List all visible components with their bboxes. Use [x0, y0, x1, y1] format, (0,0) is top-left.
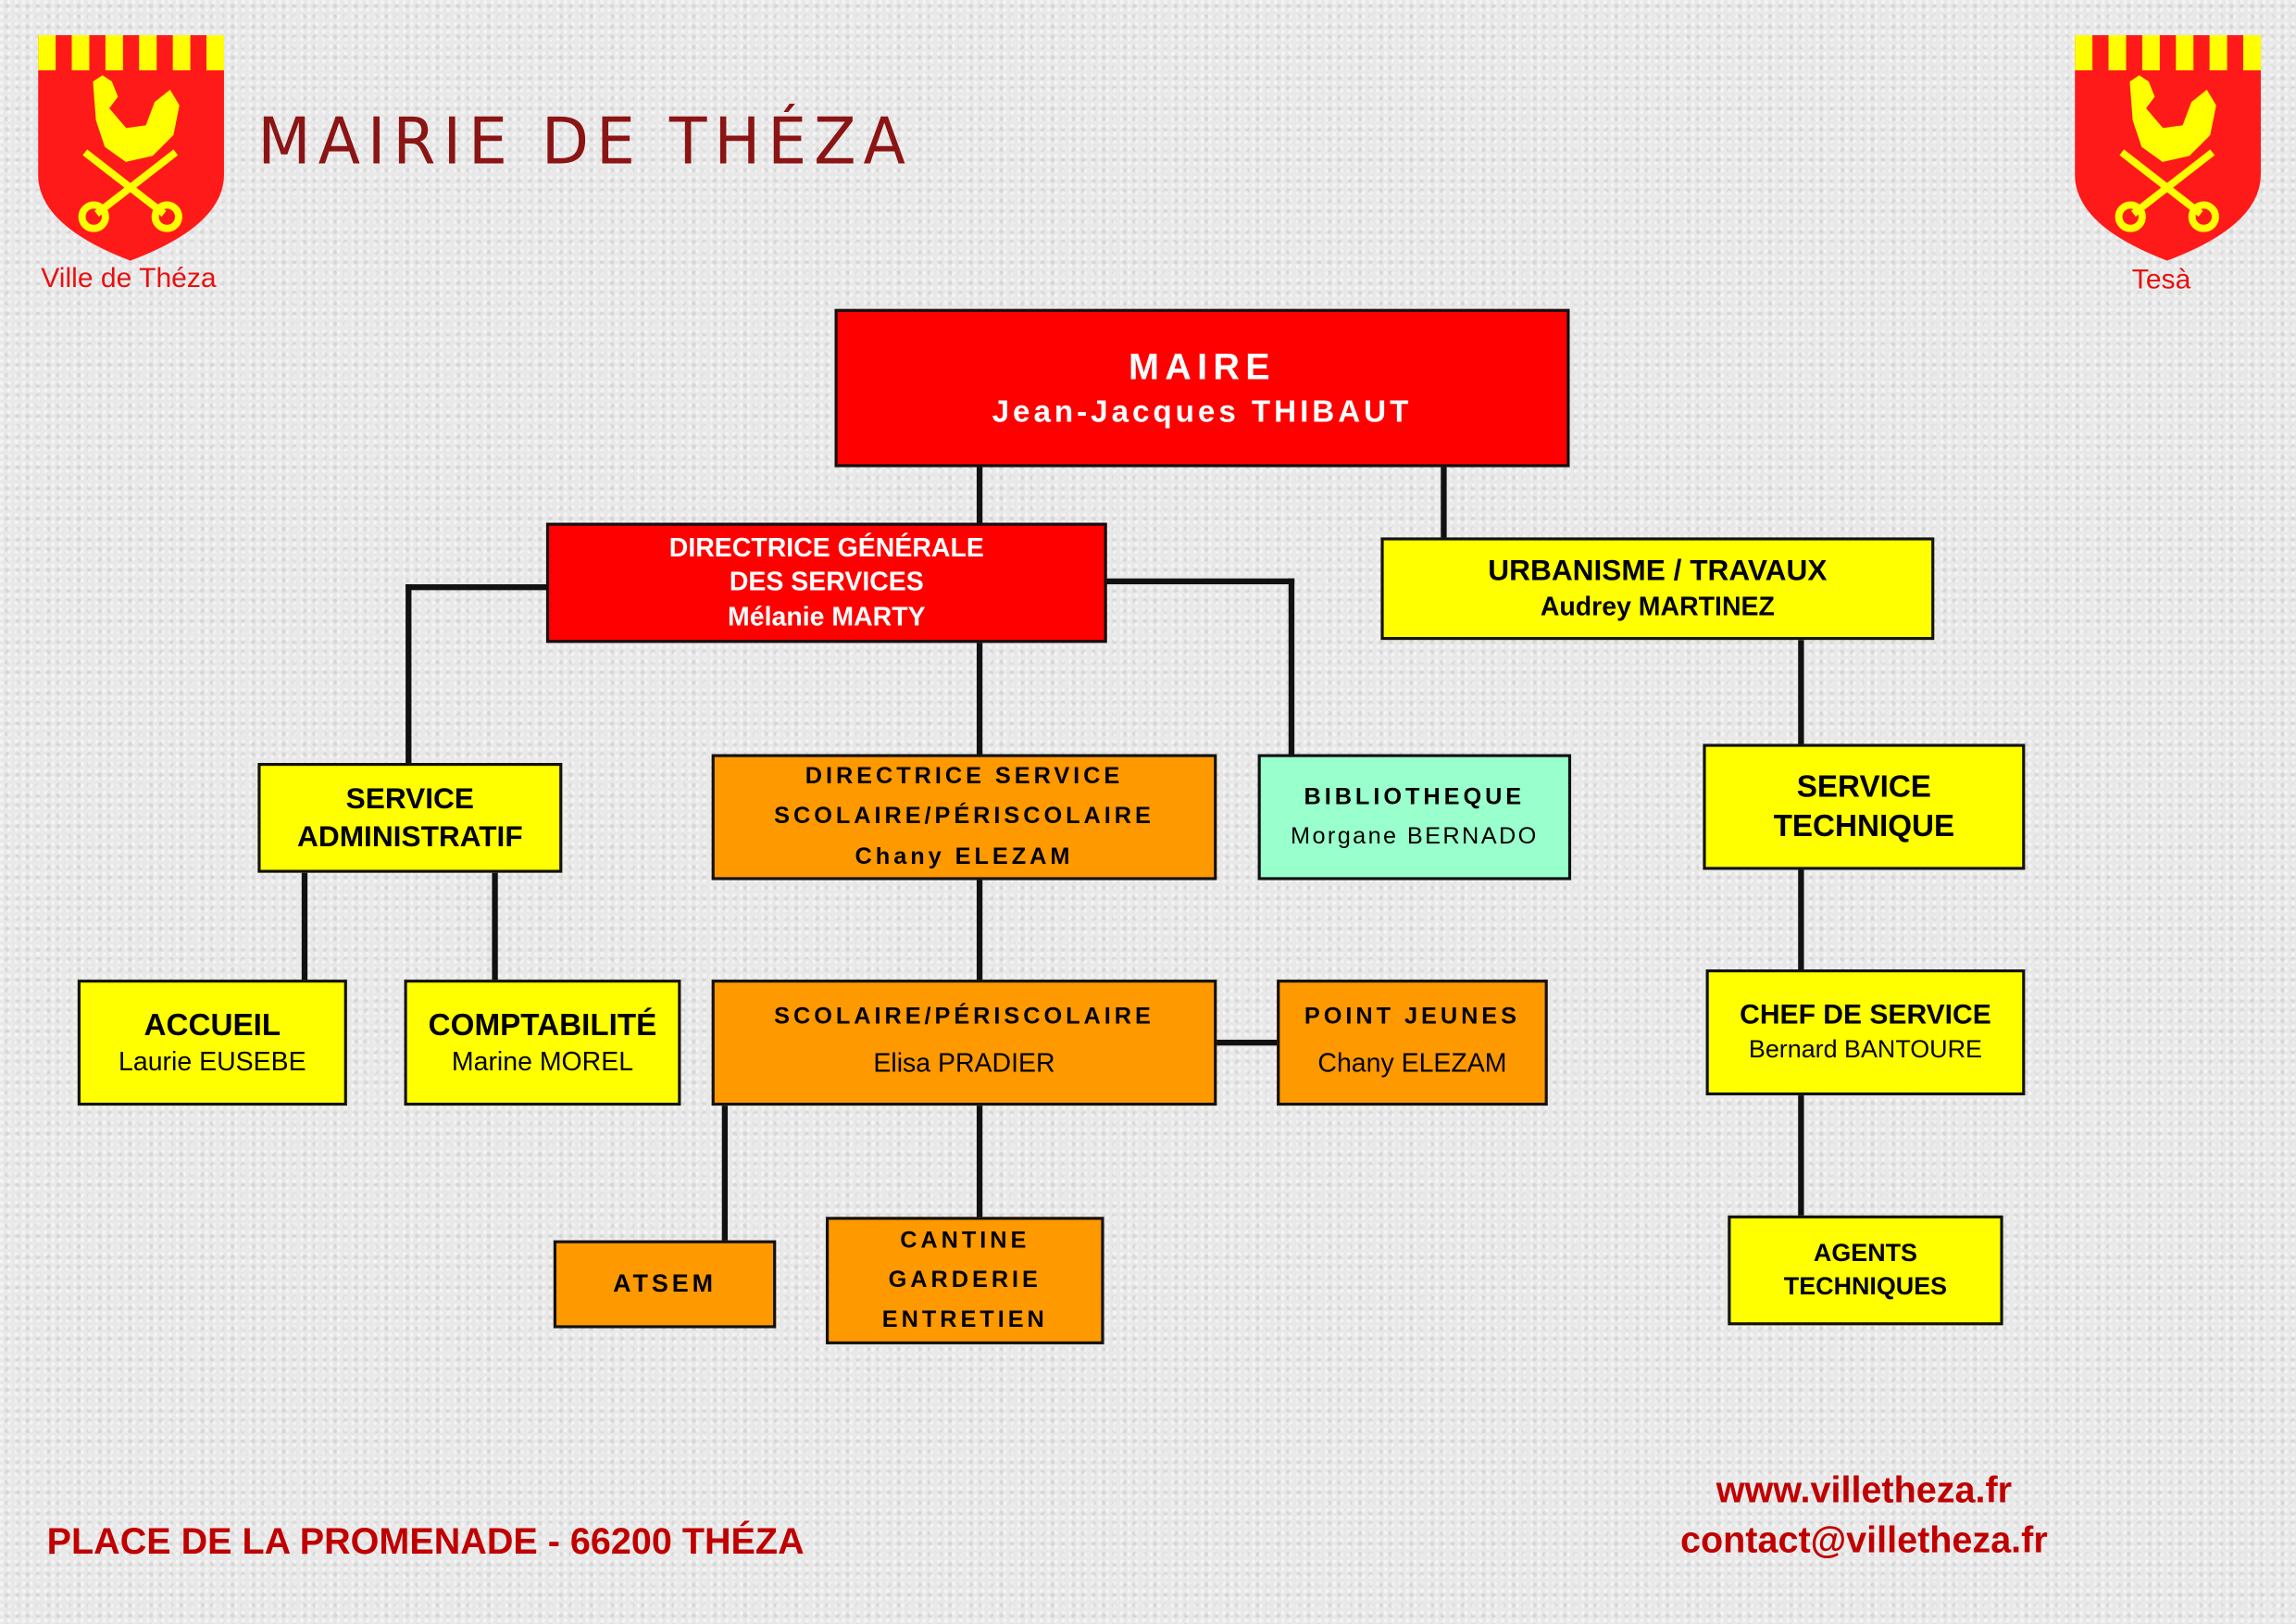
right-logo-caption: Tesà — [2131, 265, 2191, 296]
box-urbanisme: URBANISME / TRAVAUX Audrey MARTINEZ — [1380, 537, 1935, 641]
role: ENTRETIEN — [881, 1307, 1048, 1333]
role: DES SERVICES — [729, 567, 924, 597]
footer-address: PLACE DE LA PROMENADE - 66200 THÉZA — [46, 1521, 805, 1563]
person-name: Laurie EUSEBE — [119, 1046, 306, 1077]
role: GARDERIE — [888, 1268, 1042, 1293]
role: SCOLAIRE/PÉRISCOLAIRE — [774, 804, 1154, 830]
role: SERVICE — [345, 782, 474, 816]
person-name: Mélanie MARTY — [728, 601, 926, 631]
box-accueil: ACCUEIL Laurie EUSEBE — [77, 980, 347, 1106]
connector — [1104, 578, 1295, 585]
role: COMPTABILITÉ — [428, 1008, 657, 1043]
role: TECHNIQUES — [1783, 1271, 1948, 1300]
connector — [1288, 578, 1295, 757]
box-bibliotheque: BIBLIOTHEQUE Morgane BERNADO — [1257, 754, 1572, 881]
box-directrice-scolaire: DIRECTRICE SERVICE SCOLAIRE/PÉRISCOLAIRE… — [711, 754, 1217, 881]
box-comptabilite: COMPTABILITÉ Marine MOREL — [404, 980, 681, 1106]
connector — [976, 467, 983, 526]
connector — [976, 643, 983, 757]
role: TECHNIQUE — [1773, 809, 1955, 844]
connector — [406, 584, 412, 767]
connector — [492, 872, 498, 983]
person-name: Jean-Jacques THIBAUT — [992, 394, 1413, 429]
role: DIRECTRICE SERVICE — [805, 764, 1124, 790]
connector — [1798, 640, 1804, 747]
role: CHEF DE SERVICE — [1740, 999, 1991, 1031]
box-service-administratif: SERVICE ADMINISTRATIF — [257, 763, 563, 873]
page-title: MAIRIE DE THÉZA — [257, 103, 913, 180]
role: ATSEM — [613, 1269, 717, 1298]
role: SERVICE — [1796, 769, 1931, 804]
role: AGENTS — [1813, 1239, 1917, 1268]
role: CANTINE — [900, 1228, 1030, 1254]
person-name: Audrey MARTINEZ — [1540, 592, 1775, 622]
connector — [1441, 467, 1447, 541]
role: ACCUEIL — [144, 1008, 281, 1043]
box-dgs: DIRECTRICE GÉNÉRALE DES SERVICES Mélanie… — [545, 522, 1107, 643]
connector — [1215, 1039, 1280, 1046]
box-agents-techniques: AGENTS TECHNIQUES — [1728, 1215, 2003, 1326]
person-name: Chany ELEZAM — [855, 843, 1074, 869]
connector — [976, 880, 983, 983]
coat-of-arms-left — [38, 34, 224, 261]
left-logo-caption: Ville de Théza — [41, 263, 217, 294]
person-name: Elisa PRADIER — [873, 1048, 1055, 1079]
role: URBANISME / TRAVAUX — [1488, 555, 1828, 588]
connector — [1798, 1095, 1804, 1218]
box-atsem: ATSEM — [553, 1240, 777, 1329]
person-name: Bernard BANTOURE — [1748, 1035, 1982, 1064]
person-name: Marine MOREL — [451, 1046, 634, 1077]
connector — [301, 872, 308, 983]
box-service-technique: SERVICE TECHNIQUE — [1703, 743, 2026, 870]
person-name: Morgane BERNADO — [1291, 824, 1539, 850]
connector — [976, 1106, 983, 1220]
footer-email-link[interactable]: contact@villetheza.fr — [1680, 1519, 2048, 1561]
connector — [406, 584, 550, 591]
box-cantine: CANTINE GARDERIE ENTRETIEN — [826, 1217, 1104, 1344]
box-point-jeunes: POINT JEUNES Chany ELEZAM — [1277, 980, 1548, 1106]
role: ADMINISTRATIF — [297, 820, 523, 854]
box-chef-de-service: CHEF DE SERVICE Bernard BANTOURE — [1705, 969, 2026, 1096]
role: BIBLIOTHEQUE — [1304, 784, 1526, 810]
connector — [1798, 869, 1804, 973]
role: POINT JEUNES — [1304, 1005, 1520, 1031]
connector — [721, 1106, 729, 1243]
role: DIRECTRICE GÉNÉRALE — [668, 532, 984, 563]
role: MAIRE — [1128, 346, 1277, 389]
role: SCOLAIRE/PÉRISCOLAIRE — [774, 1005, 1154, 1031]
footer-website-link[interactable]: www.villetheza.fr — [1716, 1469, 2013, 1512]
person-name: Chany ELEZAM — [1317, 1048, 1507, 1079]
box-scolaire-periscolaire: SCOLAIRE/PÉRISCOLAIRE Elisa PRADIER — [711, 980, 1217, 1106]
coat-of-arms-right — [2075, 34, 2261, 261]
box-maire: MAIRE Jean-Jacques THIBAUT — [834, 308, 1570, 468]
